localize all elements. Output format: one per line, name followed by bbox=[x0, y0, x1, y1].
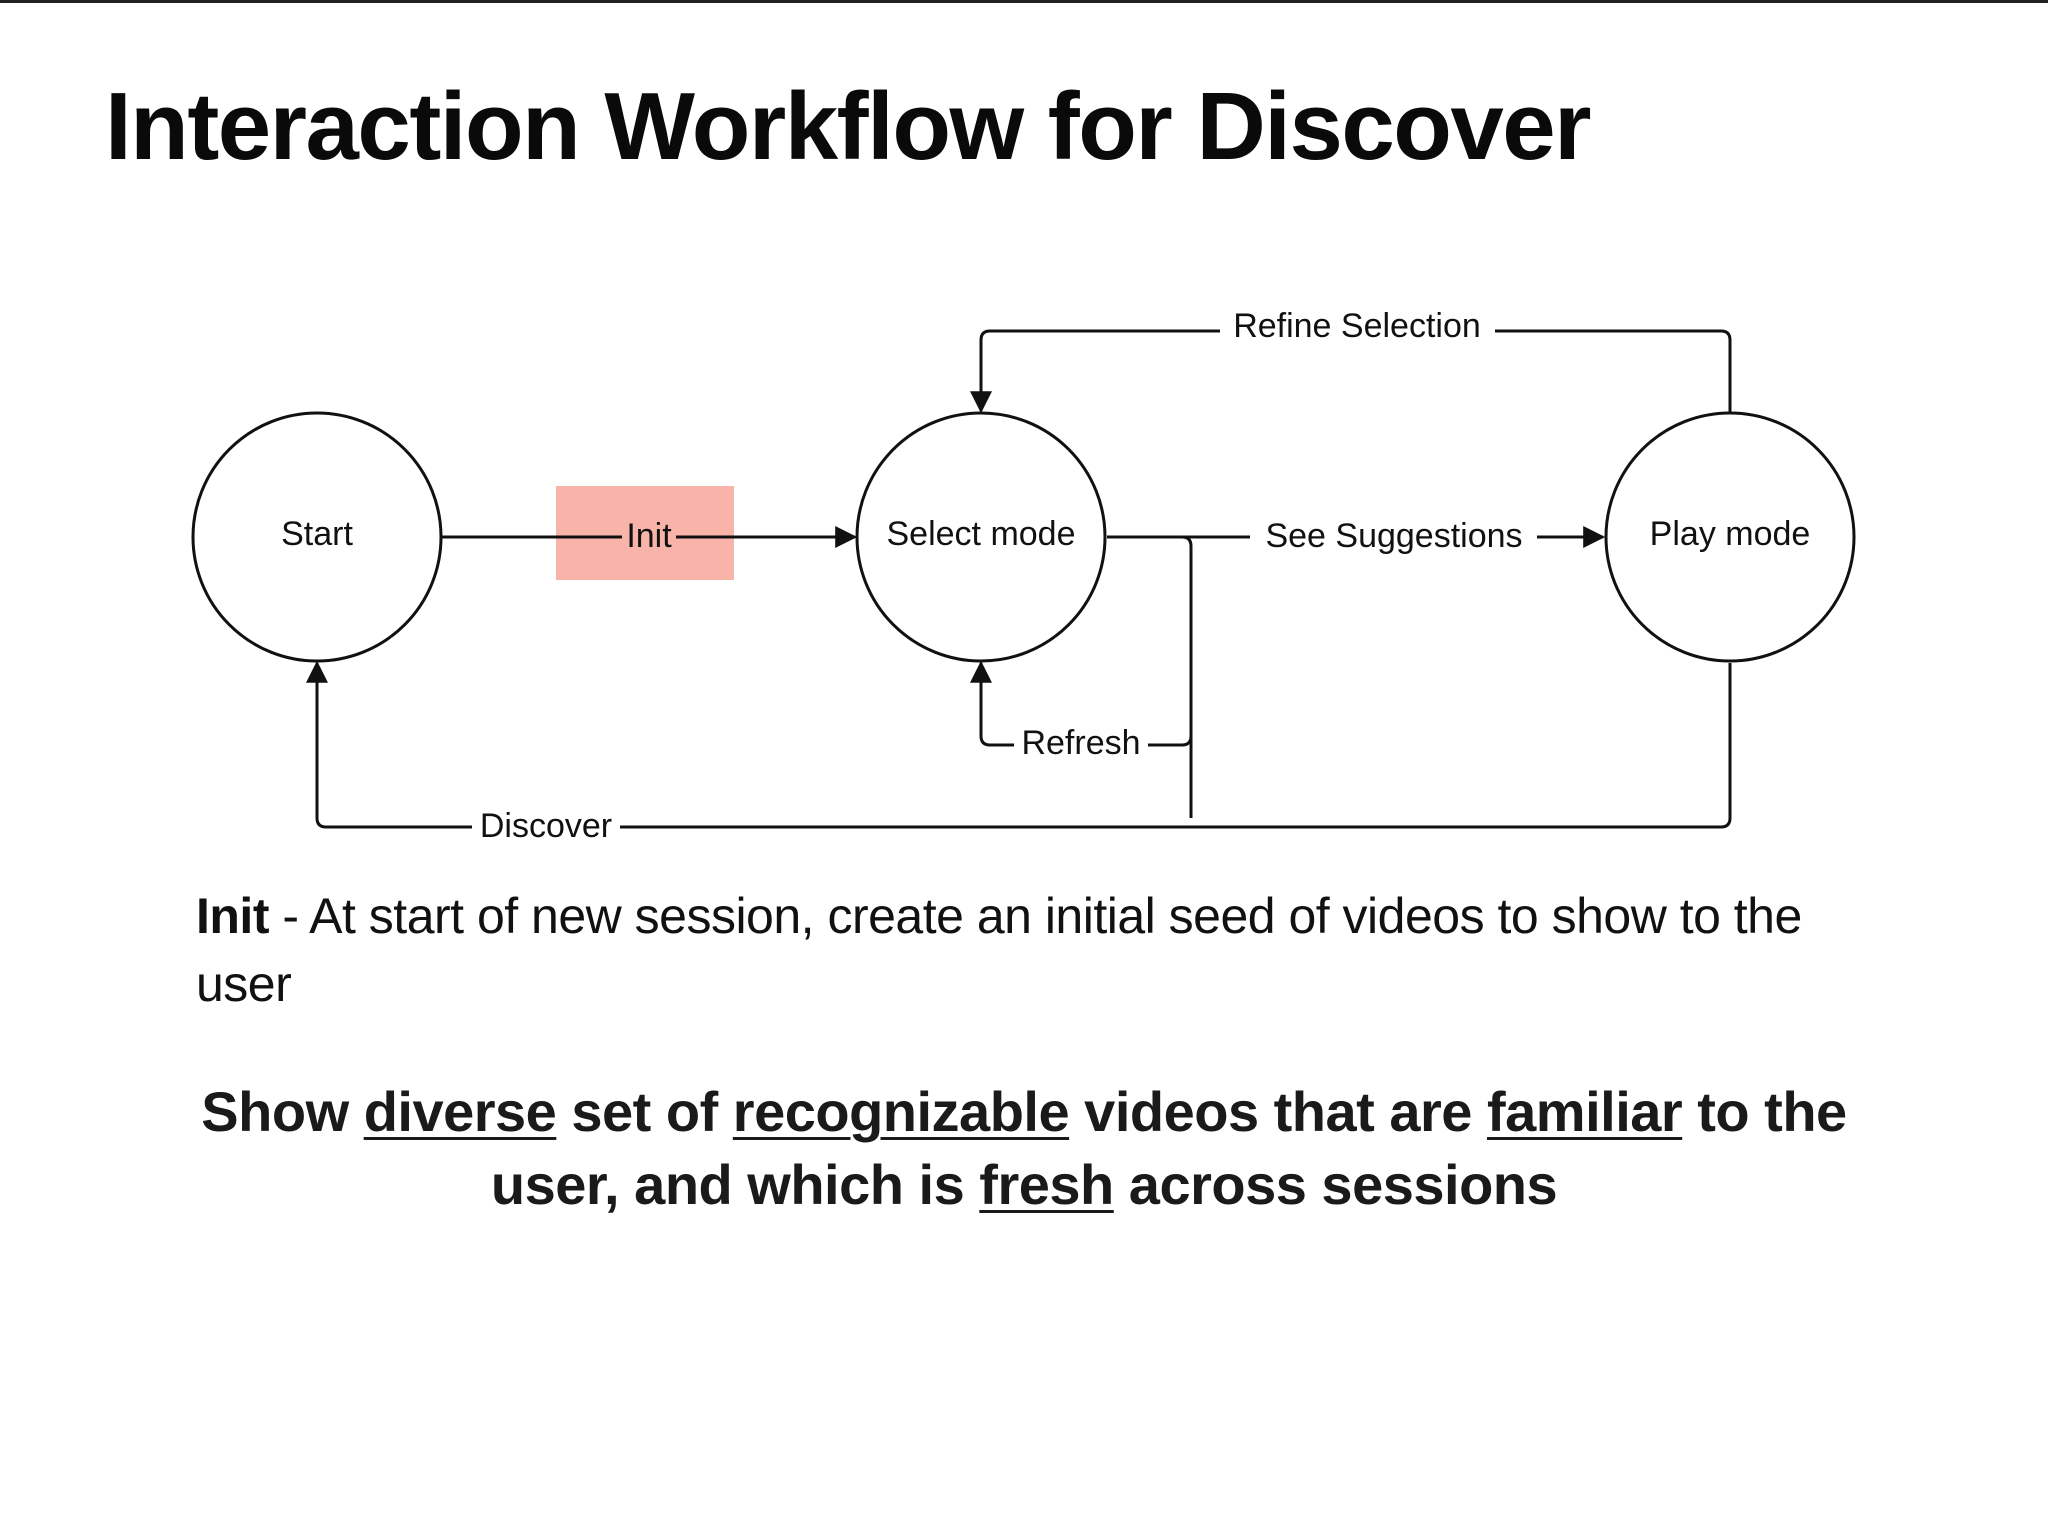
goal-keyword-recognizable: recognizable bbox=[732, 1080, 1070, 1143]
edge-refresh-path bbox=[1107, 535, 1193, 747]
goal-part-2: set of bbox=[556, 1080, 733, 1143]
edge-discover-play-path bbox=[620, 663, 1732, 829]
edge-see-suggestions-label: See Suggestions bbox=[1265, 517, 1522, 555]
goal-part-4: to the user, and which is bbox=[490, 1080, 1847, 1216]
goal-part-3: videos that are bbox=[1069, 1080, 1487, 1143]
goal-keyword-familiar: familiar bbox=[1487, 1080, 1683, 1143]
definition-term: Init bbox=[196, 888, 269, 944]
init-highlight bbox=[556, 486, 734, 580]
edge-discover-label: Discover bbox=[480, 807, 612, 845]
node-play-mode bbox=[1604, 411, 1856, 663]
edge-init-label: Init bbox=[626, 517, 672, 555]
node-play-mode-label: Play mode bbox=[1650, 515, 1811, 553]
definition-text: At start of new session, create an initi… bbox=[196, 888, 1802, 1012]
node-select-mode bbox=[855, 411, 1107, 663]
goal-statement: Show diverse set of recognizable videos … bbox=[140, 1075, 1908, 1221]
goal-part-5: across sessions bbox=[1113, 1153, 1558, 1216]
edge-refresh-path-2 bbox=[970, 660, 1014, 747]
node-start bbox=[191, 411, 443, 663]
definition-separator: - bbox=[268, 888, 310, 944]
goal-keyword-fresh: fresh bbox=[979, 1153, 1114, 1216]
edge-refine-selection-path-2 bbox=[970, 329, 1220, 414]
slide-title: Interaction Workflow for Discover bbox=[105, 73, 1592, 180]
edge-refresh-label: Refresh bbox=[1021, 724, 1140, 762]
node-start-label: Start bbox=[281, 515, 353, 553]
top-rule bbox=[0, 0, 2048, 3]
edge-discover-path bbox=[306, 660, 472, 829]
edge-refine-selection-label: Refine Selection bbox=[1233, 307, 1481, 345]
goal-part-1: Show bbox=[201, 1080, 364, 1143]
edge-refine-selection-path bbox=[1495, 329, 1732, 413]
goal-keyword-diverse: diverse bbox=[363, 1080, 557, 1143]
init-definition: Init - At start of new session, create a… bbox=[196, 882, 1896, 1018]
node-select-mode-label: Select mode bbox=[887, 515, 1076, 553]
